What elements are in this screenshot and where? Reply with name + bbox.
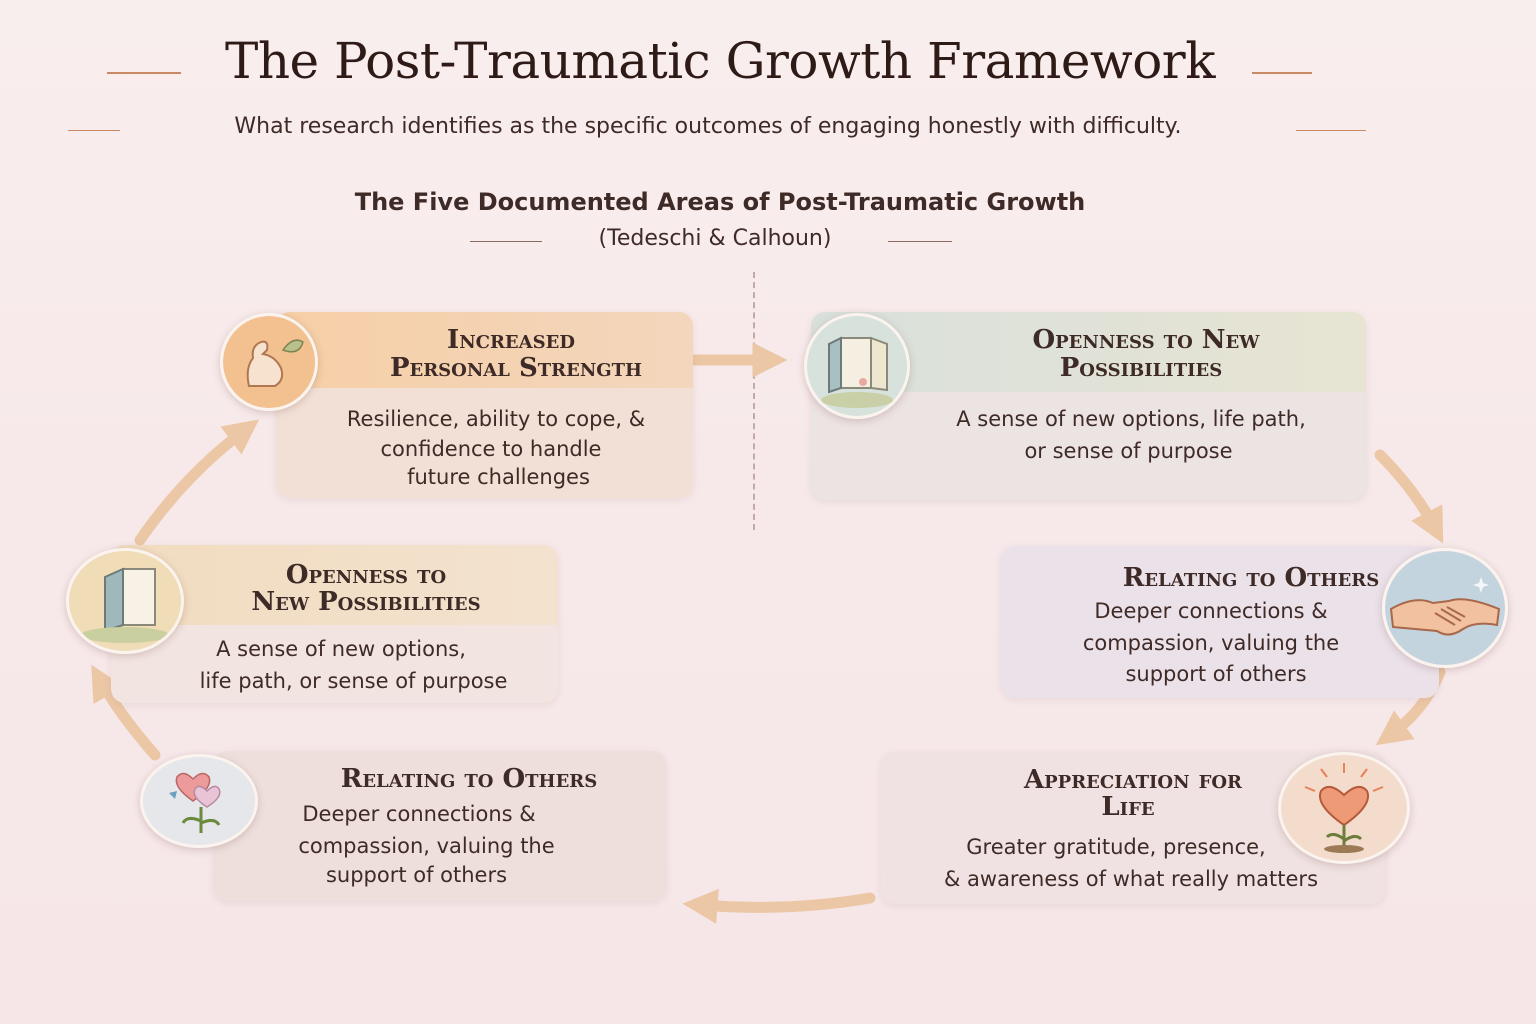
page-subtitle: What research identifies as the specific…: [234, 114, 1182, 139]
card-title-line-2: New Possibilities: [251, 587, 481, 617]
arrow-relating-to-openness: [91, 664, 161, 761]
page-title: The Post-Traumatic Growth Framework: [224, 32, 1216, 90]
card-desc-line-2: & awareness of what really matters: [943, 867, 1319, 891]
card-desc-line-2: compassion, valuing the: [298, 834, 555, 858]
flexed-arm-icon: [220, 313, 318, 411]
source-rule-right: [888, 241, 952, 242]
card-desc-line-2: or sense of purpose: [1024, 439, 1233, 463]
card-title-line-1: Openness to: [285, 560, 447, 590]
title-rule-left: [107, 72, 181, 74]
subtitle-rule-left: [68, 130, 120, 131]
card-relating-left: Relating to Others Deeper connections & …: [214, 751, 666, 901]
card-desc-line-3: future challenges: [407, 465, 590, 489]
card-desc-line-3: support of others: [325, 863, 508, 887]
card-desc-line-1: A sense of new options,: [216, 637, 466, 661]
handshake-icon: [1382, 548, 1508, 668]
card-personal-strength: Increased Personal Strength Resilience, …: [276, 312, 693, 498]
open-door-icon: [66, 548, 184, 654]
hearts-sprout-icon: [140, 754, 258, 848]
heart-plant-icon: [1278, 752, 1410, 864]
card-desc-line-1: A sense of new options, life path,: [956, 407, 1306, 431]
card-desc-line-2: confidence to handle: [380, 437, 602, 461]
card-title-line-2: Personal Strength: [389, 353, 643, 383]
title-rule-right: [1252, 72, 1312, 74]
card-title-line-1: Openness to New: [1032, 325, 1260, 355]
open-door-icon: [804, 313, 910, 419]
center-divider: [753, 272, 755, 530]
card-desc-line-1: Greater gratitude, presence,: [966, 835, 1266, 859]
card-desc-line-3: support of others: [1125, 662, 1307, 686]
arrow-appreciation-to-relating: [682, 888, 876, 924]
source-rule-left: [470, 241, 542, 242]
subtitle-rule-right: [1296, 130, 1366, 131]
card-desc-line-2: compassion, valuing the: [1082, 631, 1340, 655]
card-title-line-1: Appreciation for: [1023, 765, 1243, 795]
card-title-line-1: Relating to Others: [1122, 563, 1380, 593]
card-title-line-2: Life: [1101, 792, 1155, 822]
card-title-line-1: Relating to Others: [340, 764, 598, 794]
section-title: The Five Documented Areas of Post-Trauma…: [354, 188, 1086, 216]
card-openness-right: Openness to New Possibilities A sense of…: [811, 312, 1366, 500]
card-desc-line-2: life path, or sense of purpose: [199, 669, 508, 693]
card-title-line-1: Increased: [447, 325, 575, 355]
card-relating-right: Relating to Others Deeper connections & …: [1001, 546, 1439, 698]
card-openness-left: Openness to New Possibilities A sense of…: [111, 545, 558, 703]
card-desc-line-1: Deeper connections &: [1094, 599, 1328, 623]
arrow-openness-to-strength: [134, 419, 260, 546]
arrow-openness-to-relating: [1374, 449, 1444, 544]
section-source: (Tedeschi & Calhoun): [598, 226, 832, 251]
card-title-line-2: Possibilities: [1059, 353, 1223, 383]
card-desc-line-1: Deeper connections &: [302, 802, 536, 826]
card-desc-line-1: Resilience, ability to cope, &: [346, 407, 646, 431]
card-appreciation: Appreciation for Life Greater gratitude,…: [881, 752, 1385, 904]
